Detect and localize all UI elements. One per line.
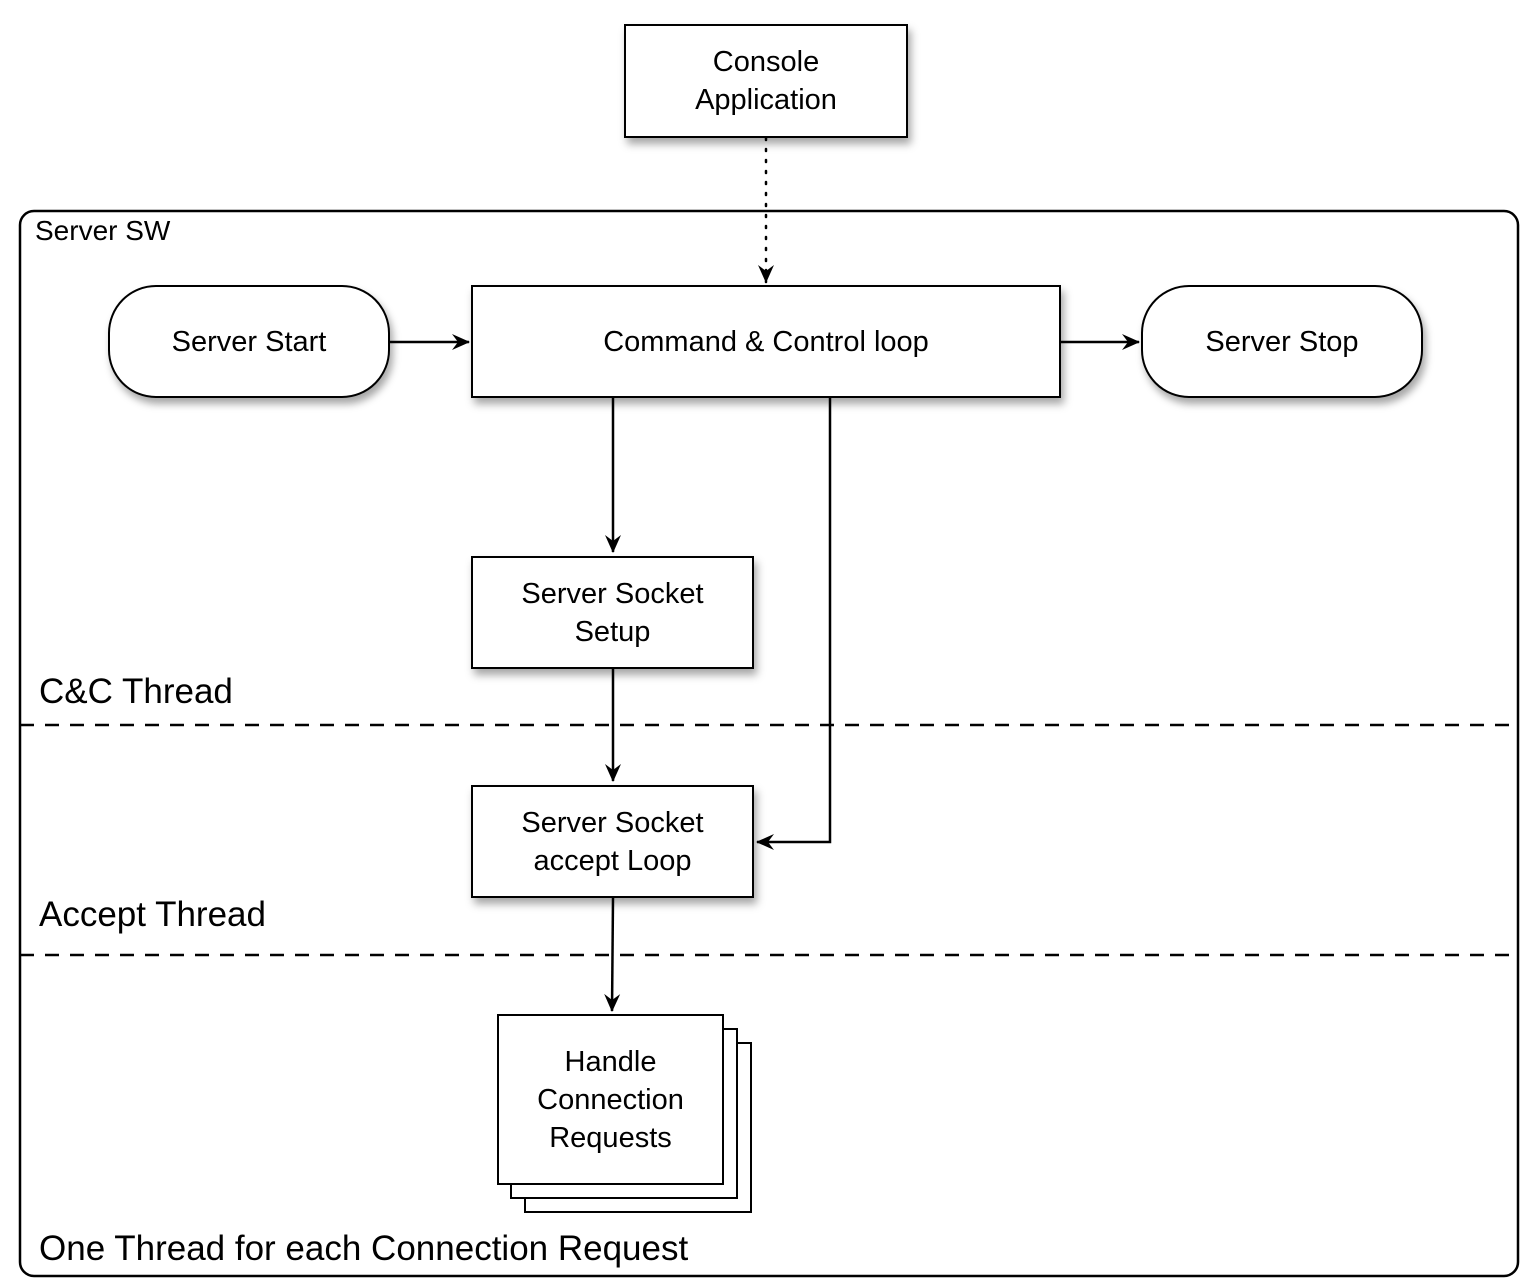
server-stop-node: Server Stop [1141,285,1423,398]
lane-label-connection-threads: One Thread for each Connection Request [39,1229,689,1268]
server-socket-setup-node: Server Socket Setup [471,556,754,669]
command-control-loop-node: Command & Control loop [471,285,1061,398]
edge-cc-loop-to-accept-loop [756,398,832,850]
container-label: Server SW [35,215,171,246]
edge-accept-loop-to-handle-requests [604,897,621,1012]
server-sw-container [18,209,1520,1278]
lane-label-accept-thread: Accept Thread [39,895,266,934]
server-socket-accept-loop-node: Server Socket accept Loop [471,785,754,898]
lane-label-cc-thread: C&C Thread [39,672,233,711]
console-application-node: Console Application [624,24,908,138]
server-start-node: Server Start [108,285,390,398]
handle-connection-requests-node: Handle Connection Requests [497,1014,724,1185]
